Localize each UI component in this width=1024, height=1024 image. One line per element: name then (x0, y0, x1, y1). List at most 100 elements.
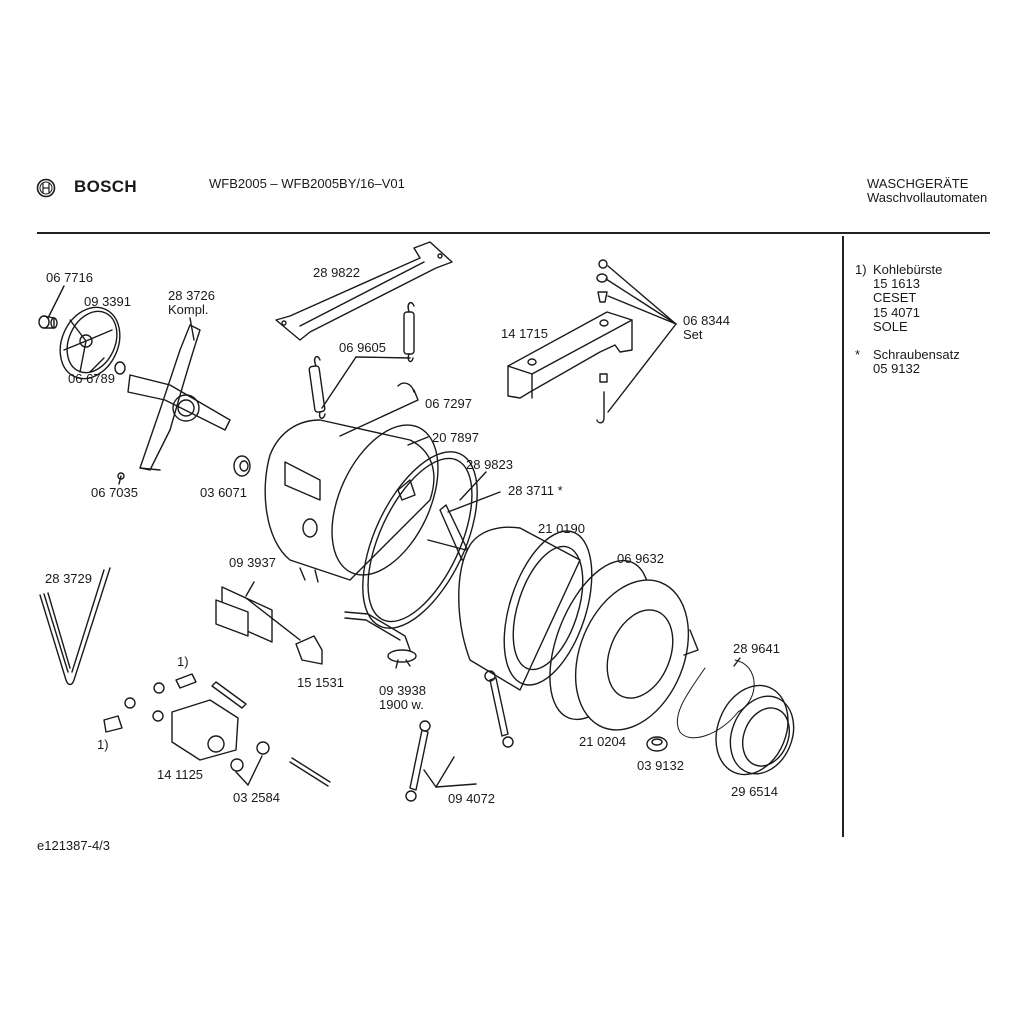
part-number: 09 3391 (84, 294, 131, 309)
part-number: 14 1715 (501, 326, 548, 341)
part-label-039132: 03 9132 (637, 759, 684, 773)
part-number: 06 9632 (617, 551, 664, 566)
rear-tub-part (264, 419, 439, 583)
part-label-151531: 15 1531 (297, 676, 344, 690)
part-number: 03 6071 (200, 485, 247, 500)
part-label-032584: 03 2584 (233, 791, 280, 805)
part-number: 28 3726 (168, 288, 215, 303)
drawing-id: e121387-4/3 (37, 838, 111, 853)
legend-marker: 1) (855, 262, 867, 277)
fixing-set-part (596, 259, 608, 424)
part-number: 06 9605 (339, 340, 386, 355)
category-heading: WASCHGERÄTE Waschvollautomaten (867, 177, 987, 205)
counterweight-part (507, 311, 633, 399)
legend-line: SOLE (873, 318, 908, 334)
legend-line: 05 9132 (873, 361, 920, 377)
footnote-marker: 1) (177, 654, 189, 669)
legend-line: Kohlebürste (873, 262, 943, 277)
legend-line: 15 1613 (873, 276, 920, 292)
part-number: 28 3729 (45, 571, 92, 586)
screw-part (117, 472, 125, 485)
tension-spring-part (308, 301, 415, 419)
part-label-093937: 09 3937 (229, 556, 276, 570)
carbon-brush-part (103, 673, 247, 733)
legend-item-screw-set: * Schraubensatz 05 9132 (855, 347, 960, 377)
part-number: 21 0204 (579, 734, 626, 749)
legend-line: Schraubensatz (873, 347, 960, 363)
drive-belt-part (39, 567, 111, 686)
brand-name: BOSCH (74, 177, 137, 196)
legend-divider (842, 236, 844, 837)
bearing-part (233, 455, 251, 477)
grommet-part (646, 736, 668, 752)
heating-element-part (344, 611, 417, 669)
bosch-armature-logo-icon (36, 178, 56, 198)
clip-part (295, 635, 323, 665)
door-boot-gasket-part (715, 684, 795, 776)
drum-spider-part (127, 324, 231, 471)
part-label-094072: 09 4072 (448, 792, 495, 806)
part-number: 28 3711 * (508, 483, 563, 498)
shock-absorber-part (405, 670, 514, 802)
part-label-210204: 21 0204 (579, 735, 626, 749)
motor-part (152, 699, 239, 761)
part-number: 29 6514 (731, 784, 778, 799)
part-label-210190: 21 0190 (538, 522, 585, 536)
part-label-brush-upper: 1) (177, 655, 189, 669)
part-label-289823: 28 9823 (466, 458, 513, 472)
part-label-069605: 06 9605 (339, 341, 386, 355)
part-label-067297: 06 7297 (425, 397, 472, 411)
part-label-067035: 06 7035 (91, 486, 138, 500)
front-tub-part (574, 579, 699, 731)
part-label-296514: 29 6514 (731, 785, 778, 799)
subcategory: Waschvollautomaten (867, 190, 988, 205)
part-number: 28 9641 (733, 641, 780, 656)
part-number: 06 8344 (683, 313, 730, 328)
category: WASCHGERÄTE (867, 176, 969, 191)
part-label-207897: 20 7897 (432, 431, 479, 445)
part-label-141125: 14 1125 (157, 768, 203, 782)
part-number: 06 7716 (46, 270, 93, 285)
model-title: WFB2005 – WFB2005BY/16–V01 (209, 176, 405, 191)
part-number: 15 1531 (297, 675, 344, 690)
legend-line: 15 4071 (873, 304, 920, 320)
part-number: 06 7297 (425, 396, 472, 411)
bushing-part (230, 741, 270, 772)
tub-clamp-ring-part (362, 451, 478, 629)
part-label-289822: 28 9822 (313, 266, 360, 280)
part-number: 09 3937 (229, 555, 276, 570)
part-number: 21 0190 (538, 521, 585, 536)
part-note: Set (683, 327, 703, 342)
header-divider (37, 232, 990, 234)
part-number: 06 7035 (91, 485, 138, 500)
drum-part (458, 526, 593, 691)
part-label-141715: 14 1715 (501, 327, 548, 341)
part-number: 03 9132 (637, 758, 684, 773)
part-label-067716: 06 7716 (46, 271, 93, 285)
part-label-289641: 28 9641 (733, 642, 780, 656)
part-label-066789: 06 6789 (68, 372, 115, 386)
part-number: 14 1125 (157, 767, 204, 782)
circlip-part (114, 361, 126, 375)
part-number: 28 9823 (466, 457, 513, 472)
sensor-holder-part (215, 586, 273, 643)
leader-lines (47, 265, 741, 788)
part-number: 28 9822 (313, 265, 360, 280)
part-label-283711: 28 3711 * (508, 484, 563, 498)
part-number: 03 2584 (233, 790, 280, 805)
part-label-283729: 28 3729 (45, 572, 92, 586)
drum-pulley-part (59, 306, 121, 380)
part-label-093391: 09 3391 (84, 295, 131, 309)
part-number: 20 7897 (432, 430, 479, 445)
bolt-part (289, 757, 331, 787)
cross-brace-part (275, 241, 453, 341)
legend-marker: * (855, 347, 861, 363)
spring-wire-part (676, 659, 755, 739)
footnote-marker: 1) (97, 737, 109, 752)
part-note: 1900 w. (379, 697, 424, 712)
legend-line: CESET (873, 290, 917, 306)
part-label-069632: 06 9632 (617, 552, 664, 566)
